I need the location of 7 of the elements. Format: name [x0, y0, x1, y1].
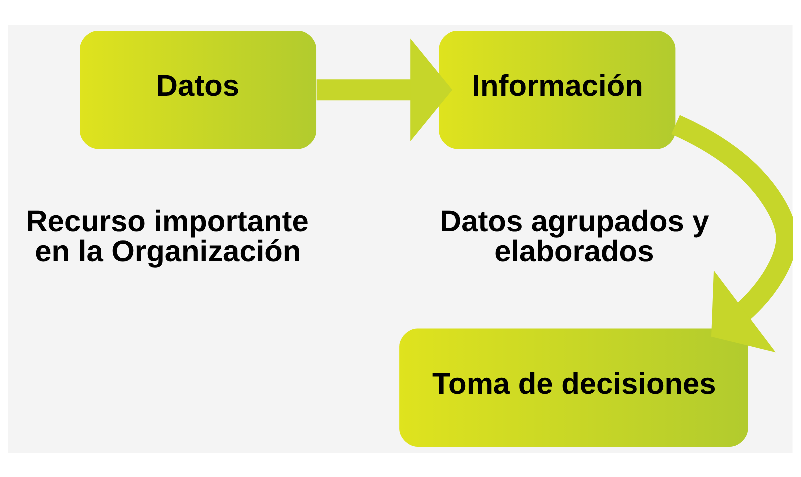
node-label: Datos agrupados y elaborados: [440, 205, 710, 268]
node-box: Toma de decisiones: [400, 328, 748, 447]
arrow: [316, 38, 453, 141]
node-box: Datos: [80, 30, 317, 149]
arrow: [671, 114, 793, 352]
node-box: Información: [439, 30, 676, 149]
node-label: Recurso importante en la Organización: [26, 205, 309, 268]
